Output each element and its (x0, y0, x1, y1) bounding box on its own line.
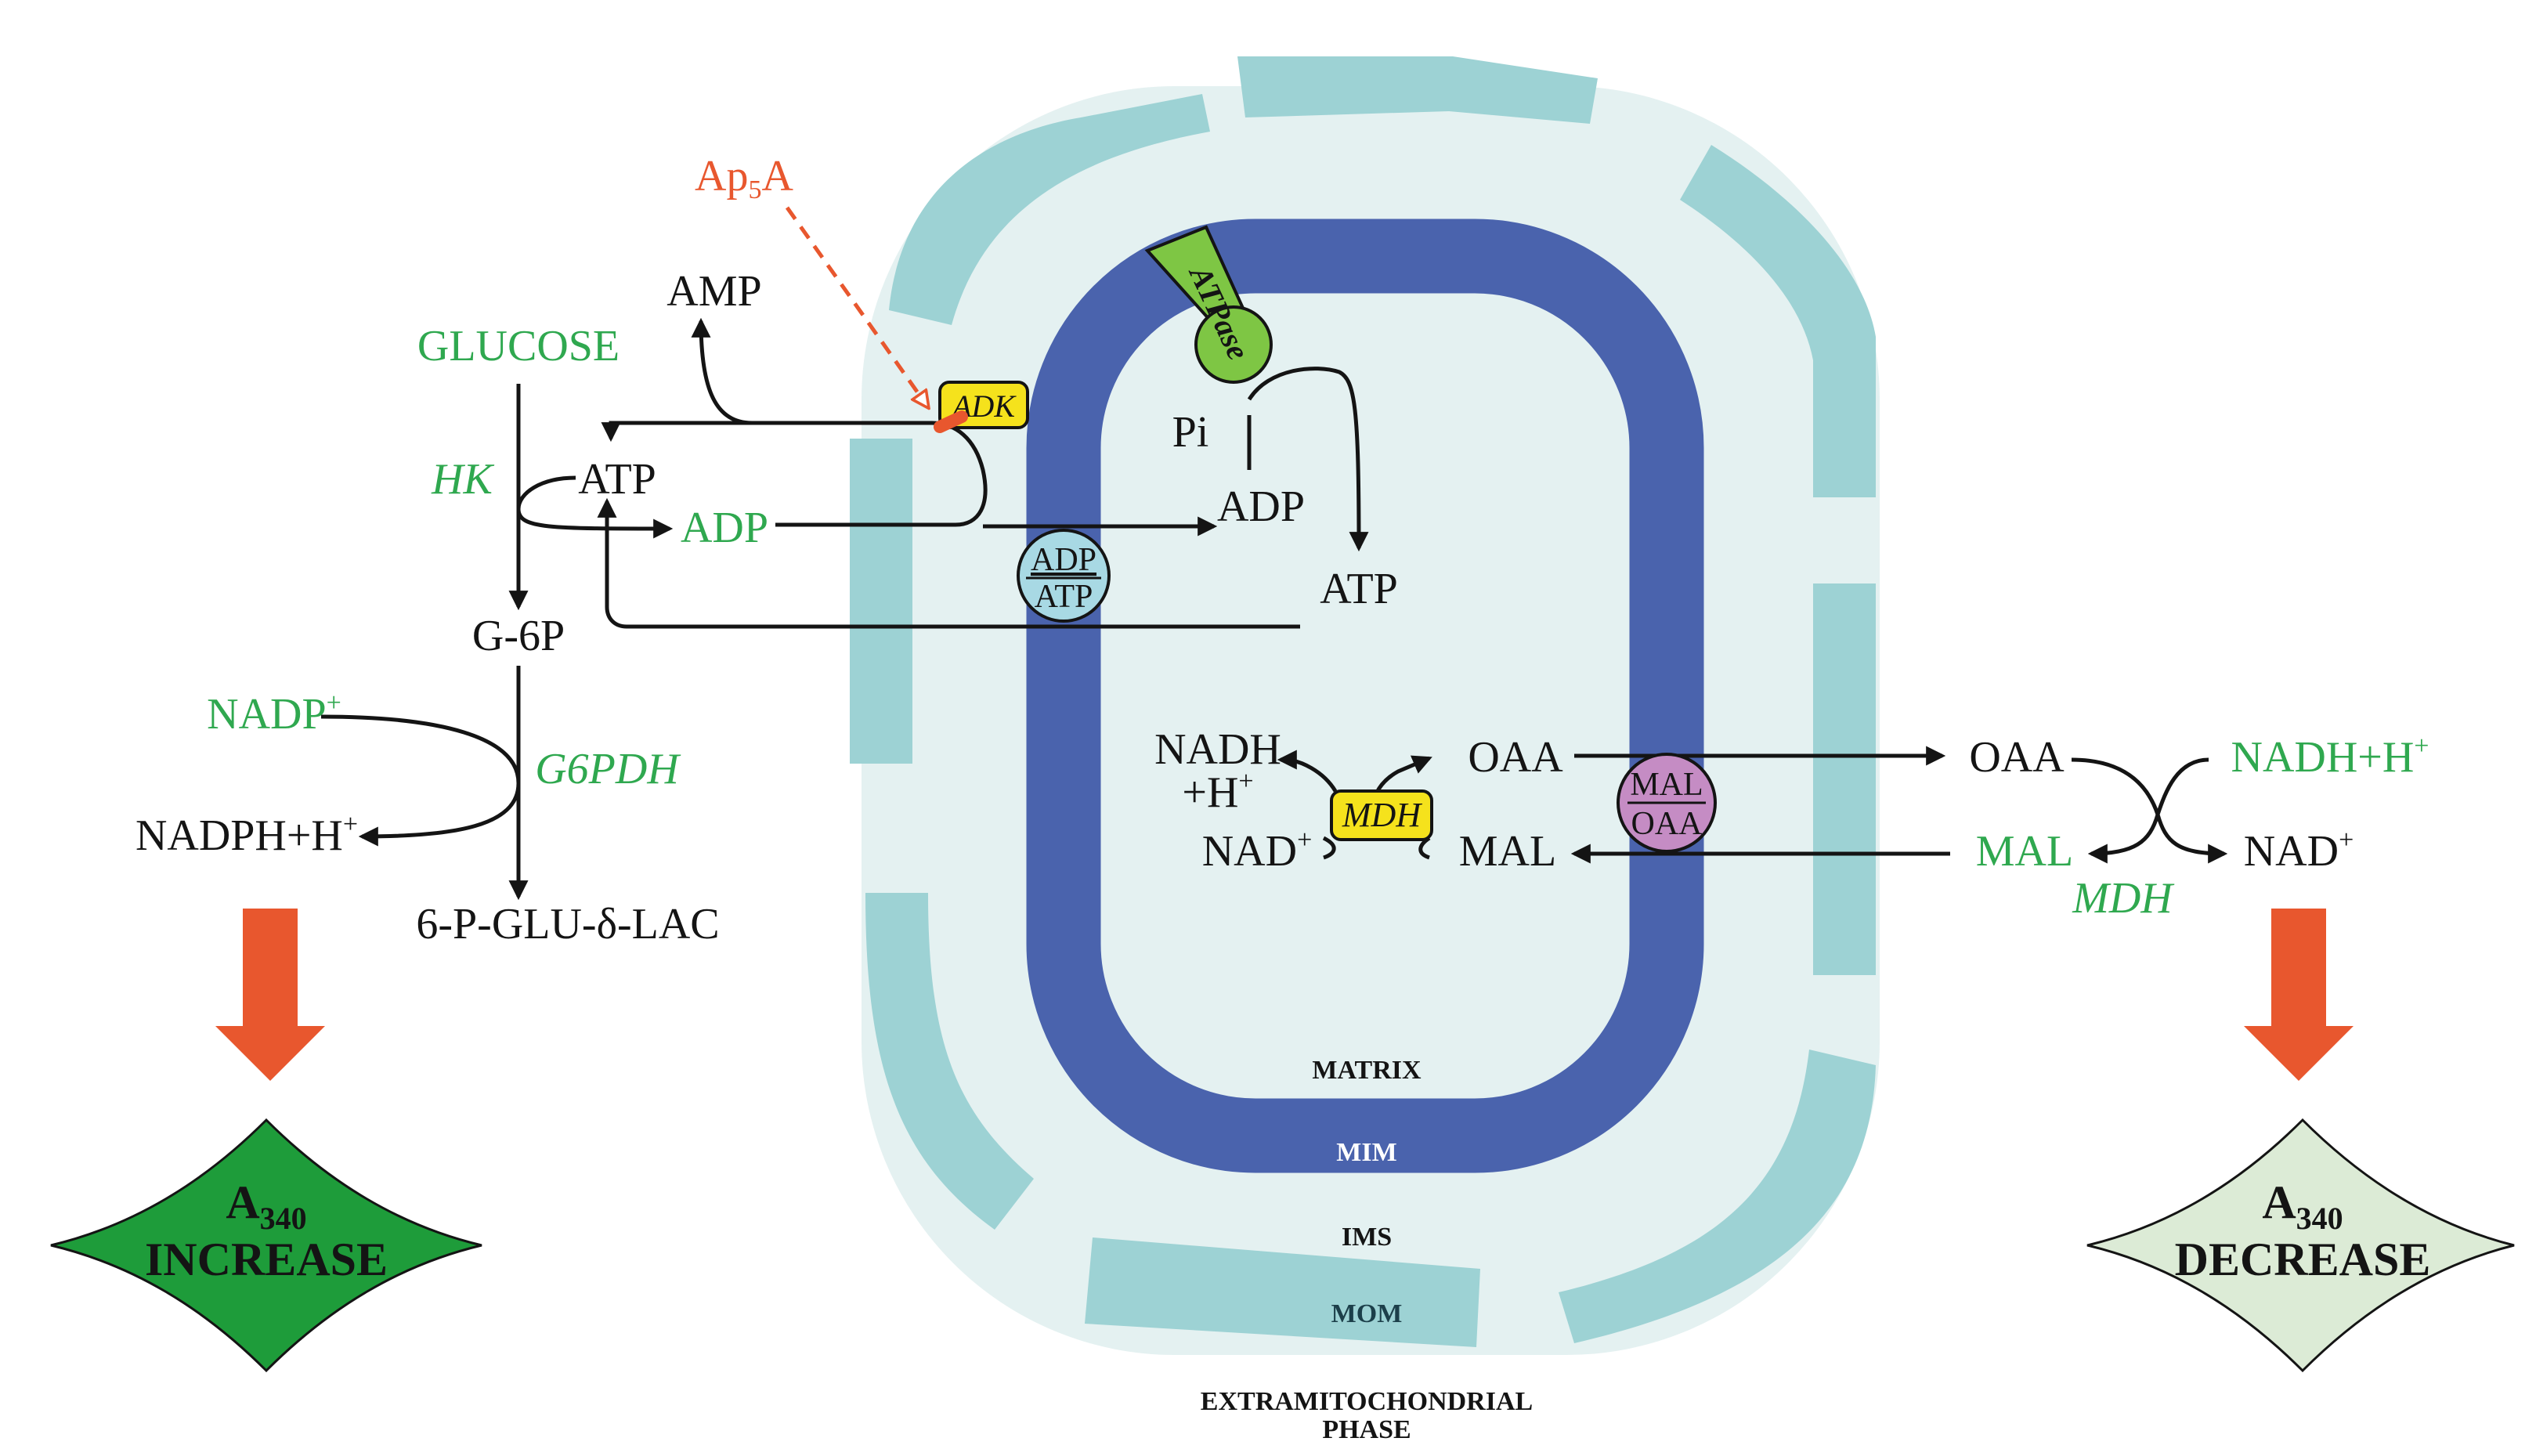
svg-text:OAA: OAA (1631, 806, 1703, 842)
ap5a-label: Ap5A (695, 152, 793, 204)
h-matrix-label: +H+ (1182, 767, 1253, 817)
nadp-label: NADP+ (207, 688, 341, 739)
mom-label: MOM (1331, 1299, 1403, 1328)
adp-matrix-label: ADP (1217, 482, 1305, 531)
nad-matrix-label: NAD+ (1202, 826, 1313, 876)
nadph-label: NADPH+H+ (135, 810, 358, 860)
svg-text:ATP: ATP (1035, 579, 1093, 615)
nad-right-label: NAD+ (2244, 826, 2354, 876)
nadh-matrix-label: NADH (1154, 725, 1281, 774)
hk-enzyme-label: HK (431, 455, 494, 504)
glucose-label: GLUCOSE (417, 322, 620, 370)
svg-text:ADP: ADP (1031, 542, 1096, 578)
g6p-label: G-6P (472, 612, 565, 660)
g6pdh-enzyme-label: G6PDH (535, 745, 681, 793)
adk-enzyme: ADK (934, 381, 1029, 433)
oaa-right-label: OAA (1969, 733, 2065, 782)
mitochondrion (850, 56, 1880, 1355)
atp-left-label: ATP (578, 455, 656, 504)
oaa-matrix-label: OAA (1468, 733, 1563, 782)
amp-label: AMP (667, 267, 761, 316)
svg-text:INCREASE: INCREASE (145, 1234, 388, 1285)
inner-membrane (1026, 219, 1704, 1173)
ims-label: IMS (1342, 1223, 1392, 1252)
adp-atp-translocase: ADP ATP (1017, 529, 1111, 623)
mal-right-label: MAL (1976, 827, 2073, 876)
mim-label: MIM (1336, 1138, 1396, 1167)
matrix-label: MATRIX (1312, 1056, 1422, 1085)
adp-left-label: ADP (681, 504, 768, 552)
outer-membrane (850, 56, 1876, 1347)
decrease-diamond: A340 DECREASE (2086, 1118, 2515, 1373)
nadh-right-label: NADH+H+ (2231, 732, 2429, 782)
mdh-matrix-enzyme: MDH (1330, 789, 1433, 841)
svg-text:MDH: MDH (1342, 796, 1422, 834)
product-label: 6-P-GLU-δ-LAC (416, 900, 719, 948)
svg-text:DECREASE: DECREASE (2175, 1234, 2431, 1285)
svg-text:MAL: MAL (1630, 767, 1703, 803)
increase-diamond: A340 INCREASE (50, 1118, 482, 1373)
mal-oaa-carrier: MAL OAA (1617, 753, 1717, 853)
mal-matrix-label: MAL (1459, 827, 1556, 876)
increase-arrow (215, 909, 325, 1081)
phase-label: PHASE (1322, 1415, 1411, 1444)
svg-text:A340: A340 (226, 1176, 306, 1236)
extramitochondrial-label: EXTRAMITOCHONDRIAL (1201, 1387, 1533, 1416)
pi-label: Pi (1172, 408, 1209, 457)
mdh-right-enzyme-label: MDH (2072, 874, 2174, 923)
atp-matrix-label: ATP (1320, 565, 1398, 613)
decrease-arrow (2244, 909, 2354, 1081)
svg-text:A340: A340 (2262, 1176, 2343, 1236)
